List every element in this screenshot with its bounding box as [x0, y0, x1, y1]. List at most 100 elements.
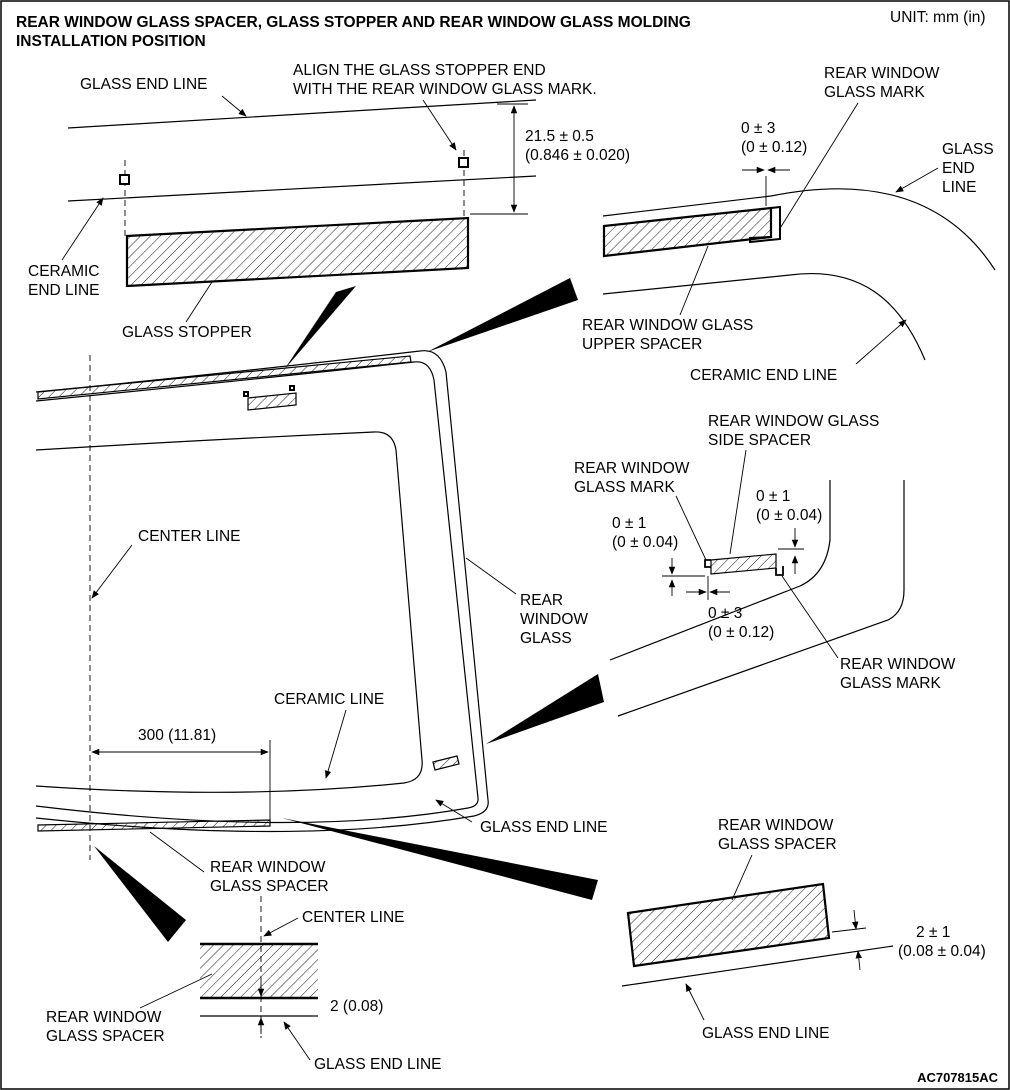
- side-spacer-shape: [710, 553, 777, 575]
- align-note-line-2: WITH THE REAR WINDOW GLASS MARK.: [293, 81, 597, 98]
- upper-mark-leader: [778, 102, 859, 231]
- glass-stopper-shape: [125, 216, 470, 288]
- upper-ceramic-end-leader: [855, 319, 907, 365]
- bottom-right-dim-arrow-top: [852, 909, 859, 930]
- main-glass-end-label: GLASS END LINE: [480, 819, 608, 836]
- ceramic-line-leader: [324, 709, 347, 779]
- main-glass-mark-left-icon: [243, 391, 249, 397]
- glass-mark-left-icon: [119, 174, 130, 185]
- detail-spacer-shape: [200, 944, 318, 998]
- side-mark-left-label-1: REAR WINDOW: [574, 460, 690, 477]
- glass-mark-right-icon: [458, 157, 469, 168]
- side-dim-l-label-1: 0 ± 1: [612, 515, 646, 532]
- glass-end-line-curve: [770, 188, 996, 271]
- main-spacer-leader: [149, 831, 205, 873]
- glass-end-line: [67, 99, 537, 129]
- detail-center-line-leader: [263, 917, 299, 937]
- side-spacer-leader: [729, 449, 747, 555]
- upper-mark-label-1: REAR WINDOW: [824, 65, 940, 82]
- upper-spacer-label-1: REAR WINDOW GLASS: [582, 317, 753, 334]
- upper-spacer-detail: 0 ± 3 (0 ± 0.12) REAR WINDOW GLASS MARK …: [582, 65, 996, 384]
- callout-cone-bottom-center: [94, 846, 186, 942]
- bottom-right-spacer-label-1: REAR WINDOW: [718, 817, 834, 834]
- detail-spacer-leader: [139, 973, 213, 1009]
- bottom-right-spacer-label-2: GLASS SPACER: [718, 836, 837, 853]
- main-glass-end-leader: [435, 799, 473, 823]
- main-spacer-label-1: REAR WINDOW: [210, 859, 326, 876]
- bottom-right-dim-ext: [831, 927, 867, 933]
- side-dim-r-label-1: 0 ± 1: [756, 488, 790, 505]
- side-mark-left-icon: [704, 559, 711, 568]
- upper-spacer-shape: [602, 206, 773, 258]
- detail-spacer-label-1: REAR WINDOW: [46, 1009, 162, 1026]
- ceramic-end-line-label-2: END LINE: [28, 282, 100, 299]
- upper-glass-end-leader: [895, 167, 939, 193]
- ceramic-line: [35, 431, 423, 793]
- detail-glass-end-leader: [283, 1021, 311, 1061]
- upper-glass-mark-icon: [749, 205, 781, 244]
- side-dim-b-label-2: (0 ± 0.12): [708, 624, 774, 641]
- upper-glass-end-label-2: END: [942, 160, 975, 177]
- side-dim-b-label-1: 0 ± 3: [708, 605, 742, 622]
- upper-glass-edge-line: [602, 195, 772, 217]
- side-mark-right-icon: [775, 566, 784, 576]
- upper-glass-end-label-1: GLASS: [942, 141, 994, 158]
- side-dim-r-label-2: (0 ± 0.04): [756, 507, 822, 524]
- callout-cone-stopper: [284, 286, 356, 370]
- glass-stopper-label: GLASS STOPPER: [122, 324, 252, 341]
- detail-dim-label: 2 (0.08): [330, 998, 383, 1015]
- header: REAR WINDOW GLASS SPACER, GLASS STOPPER …: [16, 9, 986, 50]
- detail-center-line-label: CENTER LINE: [302, 909, 405, 926]
- bottom-right-dim-arrow-bottom: [855, 950, 862, 971]
- glass-outer-edge: [35, 350, 489, 833]
- center-line-leader: [91, 544, 133, 599]
- bottom-center-detail: CENTER LINE REAR WINDOW GLASS SPACER 2 (…: [46, 896, 442, 1073]
- top-spacer-strip: [37, 355, 412, 400]
- detail-glass-end-label: GLASS END LINE: [314, 1056, 442, 1073]
- title-line-2: INSTALLATION POSITION: [16, 33, 206, 50]
- side-mark-right-label-1: REAR WINDOW: [840, 656, 956, 673]
- dim-21-5-inch-label: (0.846 ± 0.020): [525, 147, 630, 164]
- detail-spacer-label-2: GLASS SPACER: [46, 1028, 165, 1045]
- bottom-right-glass-end-leader: [685, 983, 705, 1021]
- callout-cones: [94, 278, 604, 942]
- side-mark-left-leader: [675, 495, 707, 561]
- side-mark-right-leader: [781, 575, 839, 659]
- glass-end-line-leader: [221, 95, 247, 117]
- ceramic-end-line-leader: [61, 197, 104, 261]
- main-glass-mark-right-icon: [289, 385, 295, 391]
- glass-end-line-label: GLASS END LINE: [80, 76, 208, 93]
- upper-dim-inch-label: (0 ± 0.12): [741, 139, 807, 156]
- upper-spacer-leader: [679, 245, 709, 316]
- main-glass-stopper: [247, 392, 297, 411]
- dim-300-label: 300 (11.81): [138, 727, 216, 744]
- bottom-right-dim-label-1: 2 ± 1: [916, 924, 950, 941]
- callout-cone-side-spacer: [486, 674, 604, 744]
- bottom-right-glass-end-label: GLASS END LINE: [702, 1025, 830, 1042]
- side-spacer-label-2: SIDE SPACER: [708, 432, 811, 449]
- align-note-leader: [422, 99, 457, 151]
- ceramic-end-line-label-1: CERAMIC: [28, 263, 99, 280]
- bottom-right-dim-label-2: (0.08 ± 0.04): [898, 943, 986, 960]
- upper-glass-end-label-3: LINE: [942, 179, 976, 196]
- callout-cone-upper-spacer: [427, 278, 578, 352]
- bottom-right-spacer-shape: [626, 882, 831, 968]
- bottom-right-detail: REAR WINDOW GLASS SPACER 2 ± 1 (0.08 ± 0…: [621, 817, 986, 1042]
- glass-stopper-leader: [185, 281, 213, 323]
- upper-spacer-label-2: UPPER SPACER: [582, 336, 702, 353]
- figure-code: AC707815AC: [917, 1070, 999, 1085]
- main-spacer-label-2: GLASS SPACER: [210, 878, 329, 895]
- title-line-1: REAR WINDOW GLASS SPACER, GLASS STOPPER …: [16, 14, 691, 31]
- center-line-label: CENTER LINE: [138, 528, 241, 545]
- ceramic-end-line-curve: [602, 273, 926, 361]
- rear-glass-label-1: REAR: [520, 592, 563, 609]
- glass-inner-edge: [35, 361, 479, 824]
- align-note-line-1: ALIGN THE GLASS STOPPER END: [293, 62, 546, 79]
- dim-21-5-label: 21.5 ± 0.5: [525, 128, 594, 145]
- side-dim-l-label-2: (0 ± 0.04): [612, 534, 678, 551]
- rear-glass-label-2: WINDOW: [520, 611, 588, 628]
- side-glass-end-line: [617, 480, 905, 717]
